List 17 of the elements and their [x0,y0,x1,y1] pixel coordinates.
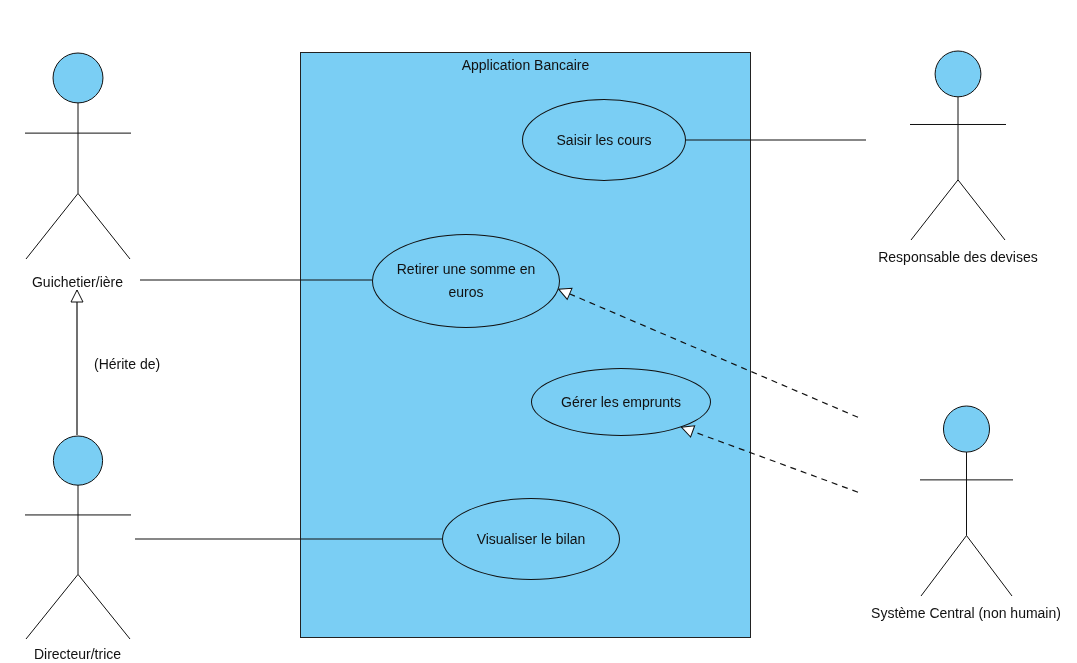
association-line [134,538,443,540]
edge-label: (Hérite de) [92,356,163,372]
use-case-label: Saisir les cours [556,130,652,150]
dashed-arrow [558,287,859,418]
actor-name: Système Central (non humain) [871,605,1061,621]
actor-name: Guichetier/ière [31,274,123,290]
arrow [70,289,84,436]
use-case-label: Retirer une somme en euros [395,260,537,302]
use-case-label: Gérer les emprunts [561,392,681,412]
system-title: Application Bancaire [461,57,590,74]
association-line [685,139,867,141]
use-case-label: Visualiser le bilan [476,529,586,549]
association-line [139,279,373,281]
dashed-arrow [680,425,859,493]
actor-name: Directeur/trice [33,646,122,662]
system-boundary [300,52,751,638]
actor-name: Responsable des devises [878,249,1038,265]
